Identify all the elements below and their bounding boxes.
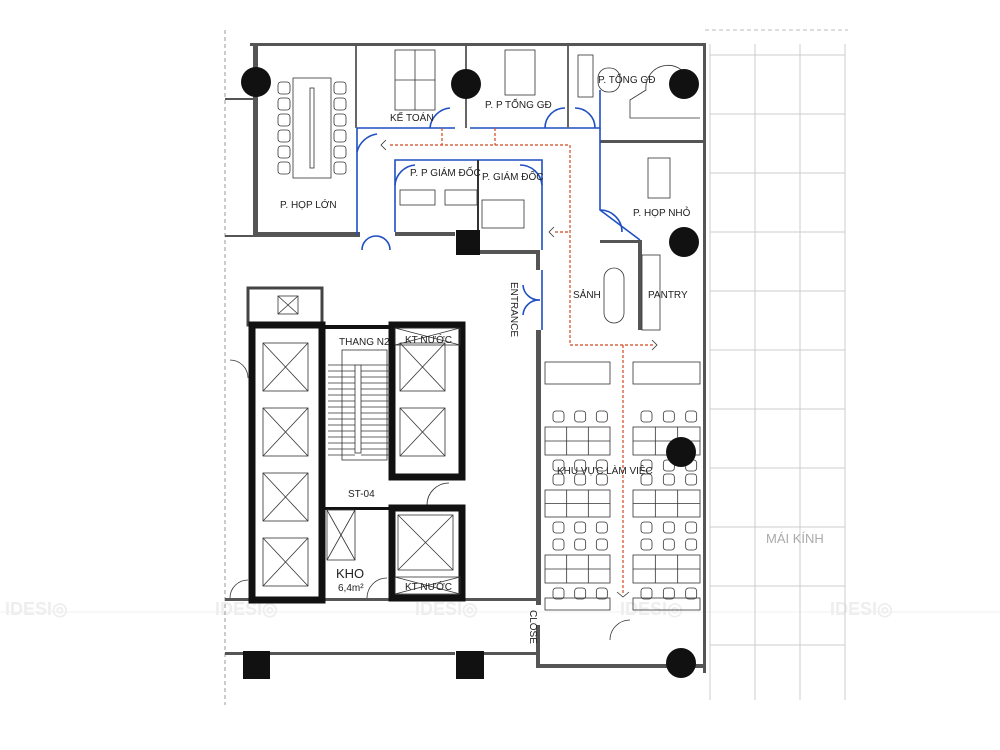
label-meeting-large: P. HỌP LỚN bbox=[280, 198, 337, 211]
chair bbox=[574, 473, 587, 486]
chair bbox=[685, 521, 698, 534]
chair bbox=[640, 521, 653, 534]
label-director: P. GIÁM ĐỐC bbox=[482, 169, 544, 183]
water-shaft bbox=[394, 327, 461, 346]
svg-text:IDESI◎: IDESI◎ bbox=[5, 599, 68, 619]
label-glass-roof: MÁI KÍNH bbox=[766, 531, 824, 546]
office-furniture bbox=[394, 49, 700, 331]
label-ceo: P. TỔNG GĐ bbox=[598, 73, 655, 86]
label-close: CLOSE bbox=[527, 610, 538, 644]
chair bbox=[595, 473, 608, 486]
chair bbox=[552, 459, 565, 472]
chair bbox=[595, 587, 608, 600]
chair bbox=[574, 521, 587, 534]
chair bbox=[685, 538, 698, 551]
label-accounting: KẾ TOÁN bbox=[390, 111, 434, 124]
chair bbox=[552, 521, 565, 534]
label-stair: THANG N2 bbox=[339, 337, 390, 348]
chair bbox=[277, 97, 291, 111]
circulation-path bbox=[380, 128, 658, 598]
label-lobby: SẢNH bbox=[573, 288, 601, 301]
doors bbox=[229, 107, 631, 641]
chair bbox=[595, 410, 608, 423]
chair bbox=[552, 410, 565, 423]
chair bbox=[552, 473, 565, 486]
chair bbox=[574, 459, 587, 472]
label-pantry: PANTRY bbox=[648, 290, 688, 301]
meeting-table-large bbox=[292, 77, 332, 179]
chair bbox=[333, 145, 347, 159]
chair bbox=[277, 113, 291, 127]
stair-treads bbox=[328, 364, 390, 456]
label-entrance: ENTRANCE bbox=[508, 282, 519, 337]
elevators bbox=[262, 327, 461, 595]
chair bbox=[552, 538, 565, 551]
chair bbox=[277, 129, 291, 143]
label-meeting-small: P. HỌP NHỎ bbox=[633, 206, 691, 219]
chair bbox=[333, 81, 347, 95]
elevator bbox=[399, 407, 446, 457]
chair bbox=[595, 538, 608, 551]
label-storage-area: 6,4m² bbox=[338, 583, 364, 594]
chair bbox=[640, 410, 653, 423]
chair bbox=[662, 473, 675, 486]
chair bbox=[662, 410, 675, 423]
chair bbox=[333, 129, 347, 143]
core bbox=[246, 286, 466, 604]
svg-text:IDESI◎: IDESI◎ bbox=[415, 599, 478, 619]
water-shaft bbox=[394, 576, 461, 595]
chair bbox=[574, 410, 587, 423]
cabinet bbox=[544, 597, 611, 611]
elevator bbox=[262, 407, 309, 457]
planter bbox=[544, 361, 611, 385]
chair bbox=[662, 587, 675, 600]
chair bbox=[685, 410, 698, 423]
room-labels: P. HỌP LỚN KẾ TOÁN P. P TỔNG GĐ P. TỔNG … bbox=[280, 73, 824, 644]
label-water-bottom: KT NƯỚC bbox=[405, 580, 452, 593]
chair bbox=[595, 521, 608, 534]
planter bbox=[632, 361, 701, 385]
chair bbox=[640, 587, 653, 600]
chair bbox=[574, 538, 587, 551]
chair bbox=[277, 145, 291, 159]
elevator bbox=[262, 342, 309, 392]
cabinet bbox=[632, 597, 701, 611]
svg-text:IDESI◎: IDESI◎ bbox=[830, 599, 893, 619]
chair bbox=[595, 459, 608, 472]
chair bbox=[685, 473, 698, 486]
label-deputy-director: P. P GIÁM ĐỐC bbox=[410, 165, 481, 179]
chair bbox=[685, 587, 698, 600]
walls bbox=[225, 43, 706, 673]
chair bbox=[574, 587, 587, 600]
chair bbox=[333, 161, 347, 175]
watermark: IDESI◎ IDESI◎ IDESI◎ IDESI◎ IDESI◎ bbox=[0, 599, 1000, 619]
label-water-top: KT NƯỚC bbox=[405, 333, 452, 346]
glass-roof bbox=[709, 44, 846, 700]
label-workspace: KHU VỰC LÀM VIỆC bbox=[557, 464, 653, 477]
chair bbox=[640, 473, 653, 486]
meeting-chairs bbox=[277, 81, 347, 175]
columns bbox=[241, 67, 699, 679]
chair bbox=[662, 521, 675, 534]
elevator bbox=[262, 472, 309, 522]
elevator bbox=[399, 342, 446, 392]
svg-text:IDESI◎: IDESI◎ bbox=[620, 599, 683, 619]
chair bbox=[277, 81, 291, 95]
chair bbox=[640, 459, 653, 472]
chair bbox=[662, 538, 675, 551]
chair bbox=[277, 161, 291, 175]
label-deputy-ceo: P. P TỔNG GĐ bbox=[485, 98, 552, 111]
chair bbox=[333, 97, 347, 111]
elevator bbox=[397, 514, 454, 571]
label-storage: KHO bbox=[336, 566, 364, 581]
elevator bbox=[262, 537, 309, 587]
chair bbox=[333, 113, 347, 127]
partitions bbox=[355, 46, 641, 330]
chair bbox=[640, 538, 653, 551]
workstations bbox=[544, 361, 701, 611]
chair bbox=[552, 587, 565, 600]
label-core: ST-04 bbox=[348, 489, 375, 500]
svg-text:IDESI◎: IDESI◎ bbox=[215, 599, 278, 619]
